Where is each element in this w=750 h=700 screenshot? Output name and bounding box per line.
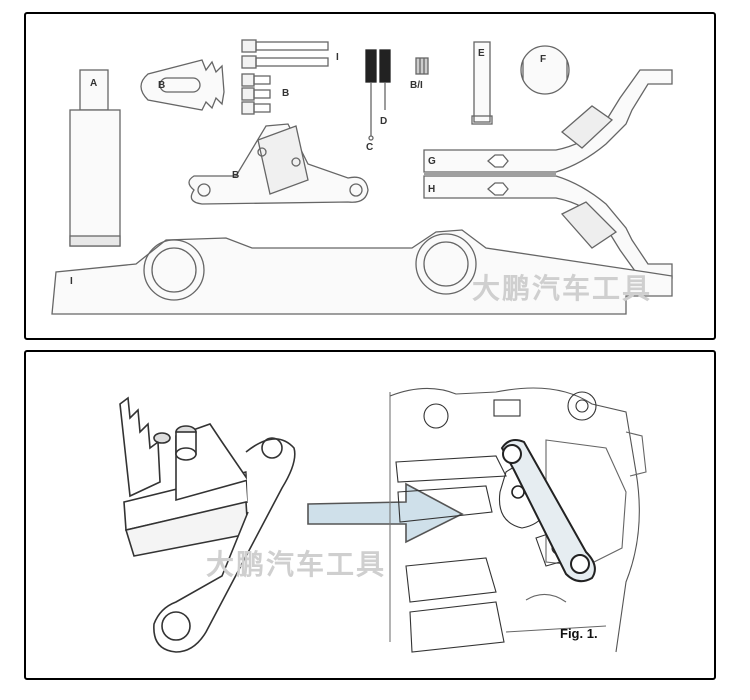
direction-arrow — [308, 484, 462, 542]
tool-b-clamp: B — [141, 60, 224, 110]
figure-caption: Fig. 1. — [560, 626, 598, 641]
label-a: A — [90, 78, 97, 89]
installation-drawing: 大鹏汽车工具 Fig. 1. — [26, 352, 718, 682]
label-c: C — [366, 142, 373, 153]
label-e: E — [478, 48, 485, 59]
installation-panel: 大鹏汽车工具 Fig. 1. — [24, 350, 716, 680]
tool-e: E — [472, 42, 492, 124]
pin-c: C — [366, 50, 376, 153]
label-b-bolts: B — [282, 88, 289, 99]
tool-kit-panel: A B I B — [24, 12, 716, 340]
label-h: H — [428, 184, 435, 195]
label-b-i: B/I — [410, 80, 423, 91]
label-i-bar: I — [70, 276, 73, 287]
label-f: F — [540, 54, 546, 65]
label-b-bracket: B — [232, 170, 239, 181]
label-b-clamp: B — [158, 80, 165, 91]
watermark-bottom: 大鹏汽车工具 — [206, 548, 386, 581]
tool-f: F — [521, 46, 569, 94]
tool-a: A — [70, 70, 120, 246]
label-g: G — [428, 156, 436, 167]
bolts-b: B — [242, 74, 289, 114]
tool-kit-drawing: A B I B — [26, 14, 718, 342]
bolts-i: I — [242, 40, 339, 68]
label-i-bolts: I — [336, 52, 339, 63]
pin-d: D — [380, 50, 390, 127]
label-d: D — [380, 116, 387, 127]
tool-b-bracket: B — [189, 124, 368, 204]
bracket-closeup — [120, 398, 295, 652]
part-b-i: B/I — [410, 58, 428, 91]
watermark-top: 大鹏汽车工具 — [472, 272, 652, 305]
